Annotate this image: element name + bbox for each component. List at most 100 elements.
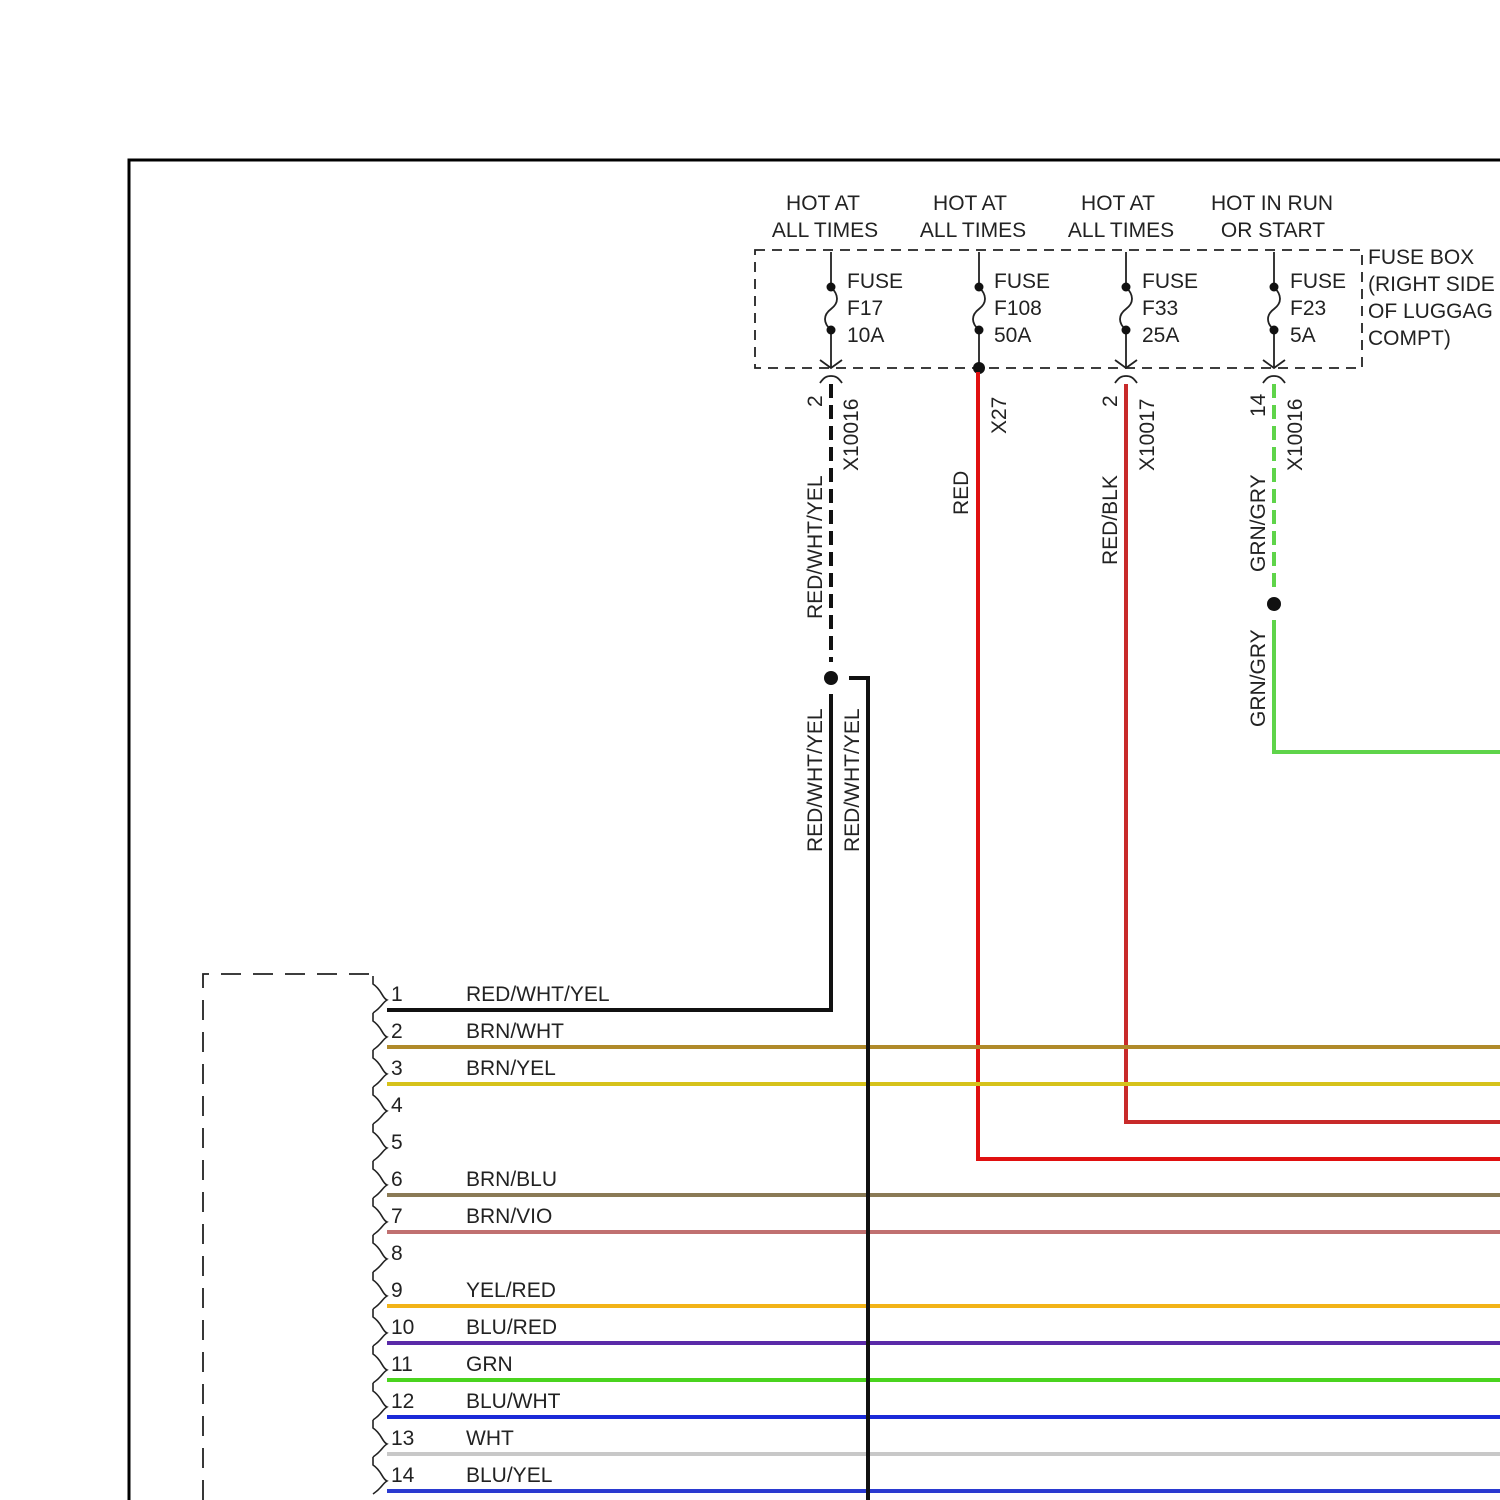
pin-wire-label: BRN/WHT	[466, 1020, 564, 1043]
fuse-label: 25A	[1142, 324, 1179, 347]
pin-number: 7	[391, 1205, 403, 1228]
connector-pin-row: 5	[373, 1124, 403, 1161]
fuse-box-label-line: COMPT)	[1368, 327, 1451, 350]
pin-number: 9	[391, 1279, 403, 1302]
hot-label: OR START	[1221, 219, 1325, 242]
pin-wire-label: RED/WHT/YEL	[466, 983, 610, 1006]
wire-label: RED	[950, 471, 973, 515]
pin-number: 2	[391, 1020, 403, 1043]
fuse-symbol	[825, 252, 837, 368]
splice-dot	[824, 671, 838, 685]
wire-label: RED/WHT/YEL	[804, 475, 827, 619]
fuse-label: FUSE	[1142, 270, 1198, 293]
pin-terminal	[373, 1235, 387, 1272]
pin-label: 2	[804, 395, 827, 407]
pin-number: 13	[391, 1427, 414, 1450]
pin-terminal	[373, 1124, 387, 1161]
hot-label: ALL TIMES	[1068, 219, 1174, 242]
fuse-label: F33	[1142, 297, 1178, 320]
connector-pin-row: 8	[373, 1235, 403, 1272]
wire-label: RED/WHT/YEL	[804, 708, 827, 852]
hot-label: ALL TIMES	[772, 219, 878, 242]
connector-pin-row: 14 BLU/YEL	[373, 1457, 1500, 1494]
pin-terminal	[373, 1198, 387, 1235]
pin-label: 2	[1099, 395, 1122, 407]
wire-label: GRN/GRY	[1247, 474, 1270, 572]
connector-label: X10017	[1136, 399, 1159, 471]
fuse-box-label: FUSE BOX (RIGHT SIDE OF LUGGAG COMPT)	[1368, 246, 1495, 350]
wire-grn-gry-lower	[1274, 620, 1500, 752]
hot-label: HOT AT	[786, 192, 860, 215]
pin-number: 4	[391, 1094, 403, 1117]
pin-number: 11	[391, 1353, 413, 1376]
pin-wire-label: BRN/YEL	[466, 1057, 556, 1080]
pin-terminal	[373, 1050, 387, 1087]
pin-terminal	[373, 1346, 387, 1383]
hot-labels: HOT AT ALL TIMES HOT AT ALL TIMES HOT AT…	[772, 192, 1333, 242]
fuse-label: 10A	[847, 324, 884, 347]
pin-terminal	[373, 1272, 387, 1309]
wire-label: RED/WHT/YEL	[841, 708, 864, 852]
pin-terminal	[373, 1087, 387, 1124]
component-outline	[203, 974, 373, 1500]
pin-number: 6	[391, 1168, 403, 1191]
pin-wire-label: WHT	[466, 1427, 514, 1450]
pin-terminal	[373, 1309, 387, 1346]
fuse-label: FUSE	[847, 270, 903, 293]
pin-number: 10	[391, 1316, 414, 1339]
fuse-symbol	[973, 252, 985, 368]
hot-label: HOT AT	[933, 192, 1007, 215]
connector-pin-row: 13 WHT	[373, 1420, 1500, 1457]
fuse-symbol	[1268, 252, 1280, 368]
pin-terminal	[373, 1161, 387, 1198]
fuse-box-label-line: (RIGHT SIDE	[1368, 273, 1495, 296]
pin-wire-label: BRN/BLU	[466, 1168, 557, 1191]
pin-number: 3	[391, 1057, 403, 1080]
connector-pin-row: 12 BLU/WHT	[373, 1383, 1500, 1420]
fuse-label: 50A	[994, 324, 1031, 347]
wire-red-wht-yel-to-pin1	[387, 694, 831, 1010]
hot-label: HOT IN RUN	[1211, 192, 1333, 215]
connector-pin-row: 1 RED/WHT/YEL	[373, 976, 610, 1013]
pin-wire-label: BLU/RED	[466, 1316, 557, 1339]
fuse-label: FUSE	[994, 270, 1050, 293]
hot-label: HOT AT	[1081, 192, 1155, 215]
pin-terminal	[373, 1013, 387, 1050]
fuse-label: FUSE	[1290, 270, 1346, 293]
connector-pin-row: 10 BLU/RED	[373, 1309, 1500, 1346]
pin-wire-label: YEL/RED	[466, 1279, 556, 1302]
pin-wire-label: BLU/WHT	[466, 1390, 561, 1413]
fuse-label: 5A	[1290, 324, 1316, 347]
fuse-label: F108	[994, 297, 1042, 320]
pin-number: 1	[391, 983, 403, 1006]
pin-number: 5	[391, 1131, 403, 1154]
connector-label: X10016	[1284, 399, 1307, 471]
pin-terminal	[373, 1420, 387, 1457]
pin-wire-label: BRN/VIO	[466, 1205, 552, 1228]
fuse-symbol	[1120, 252, 1132, 368]
connector-pin-row: 9 YEL/RED	[373, 1272, 1500, 1309]
fuse-box-label-line: FUSE BOX	[1368, 246, 1474, 269]
connector-pin-row: 6 BRN/BLU	[373, 1161, 1500, 1198]
fuse-box-label-line: OF LUGGAG	[1368, 300, 1493, 323]
hot-label: ALL TIMES	[920, 219, 1026, 242]
pin-terminal	[373, 1457, 387, 1494]
connector-pin-row: 2 BRN/WHT	[373, 1013, 1500, 1050]
fuse-label: F23	[1290, 297, 1326, 320]
pin-terminal	[373, 976, 387, 1013]
connector-label: X27	[988, 397, 1011, 434]
vertical-labels: 2 X10016 RED/WHT/YEL X27 RED 2 X10017 RE…	[804, 393, 1307, 852]
pin-number: 12	[391, 1390, 414, 1413]
pin-label: 14	[1247, 393, 1270, 417]
pin-number: 14	[391, 1464, 415, 1487]
connector-pin-row: 4	[373, 1087, 403, 1124]
wire-red	[978, 372, 1500, 1159]
connector-pin-row: 3 BRN/YEL	[373, 1050, 1500, 1087]
wire-label: RED/BLK	[1099, 475, 1122, 565]
pin-wire-label: BLU/YEL	[466, 1464, 552, 1487]
fuse-label: F17	[847, 297, 883, 320]
wire-label: GRN/GRY	[1247, 629, 1270, 727]
